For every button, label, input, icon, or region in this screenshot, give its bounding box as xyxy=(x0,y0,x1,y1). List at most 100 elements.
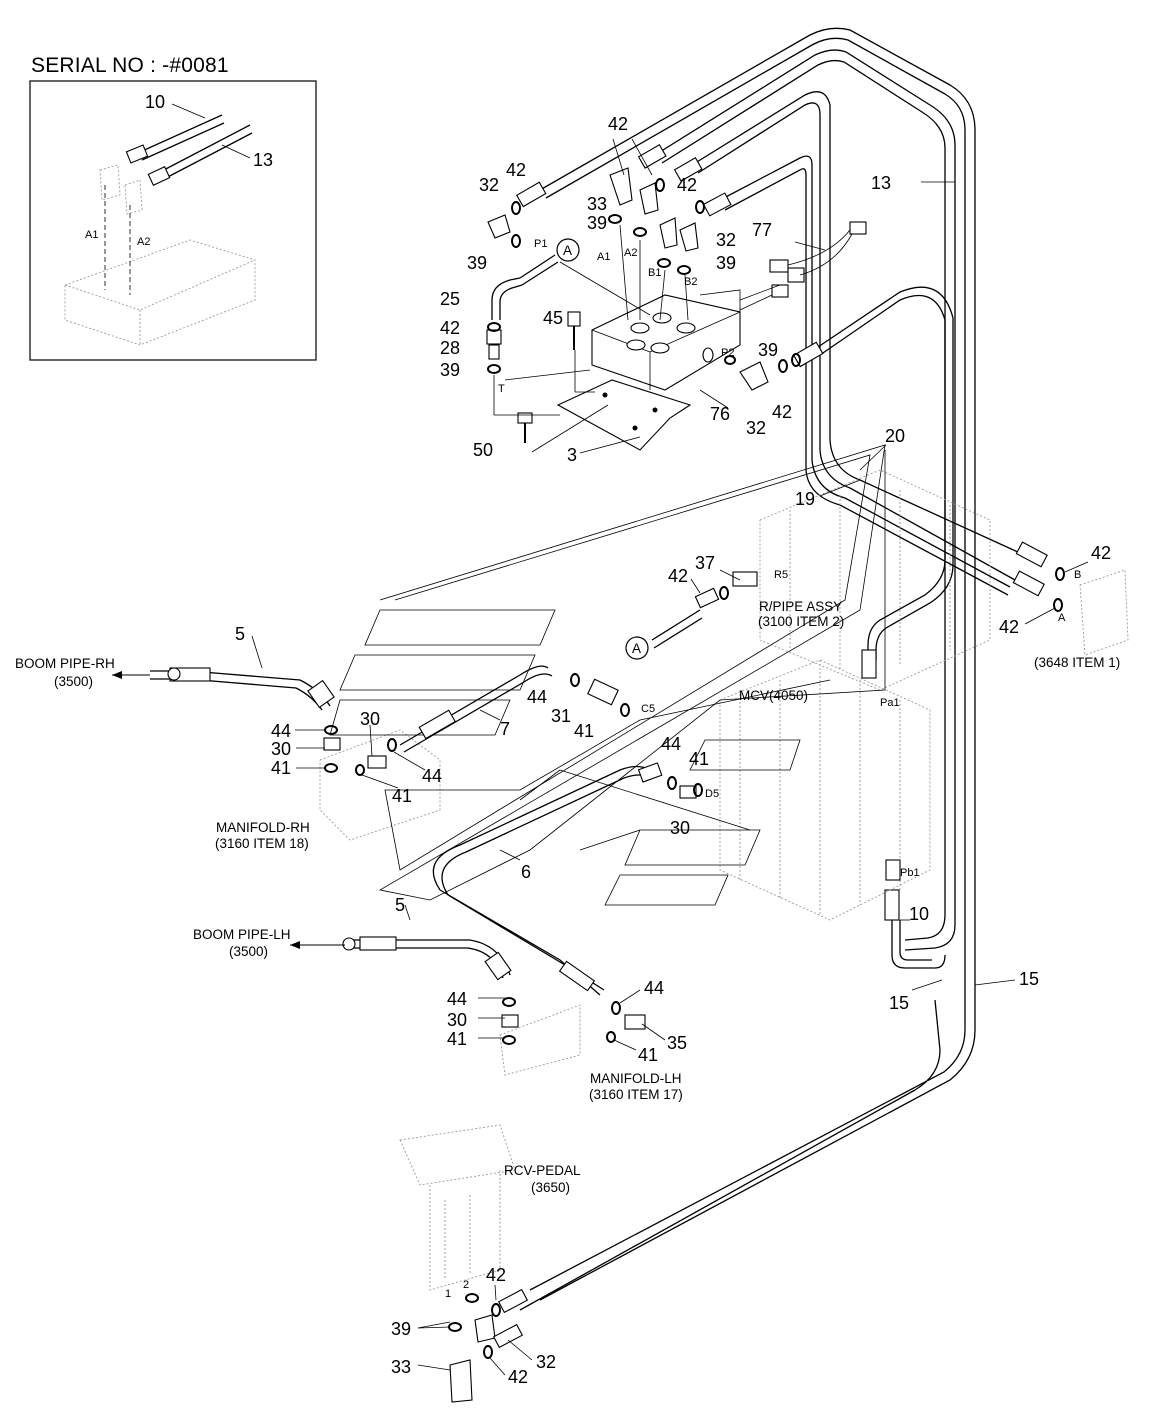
callout-77: 77 xyxy=(752,220,772,240)
callout-42: 42 xyxy=(999,617,1019,637)
component-labels: BOOM PIPE-RH (3500) BOOM PIPE-LH (3500) … xyxy=(15,599,1120,1195)
callout-44: 44 xyxy=(661,734,681,754)
inset-port-a1: A1 xyxy=(85,229,98,241)
callout-30: 30 xyxy=(670,818,690,838)
callout-41: 41 xyxy=(574,721,594,741)
callout-30: 30 xyxy=(360,709,380,729)
callout-3: 3 xyxy=(567,445,577,465)
callout-13: 13 xyxy=(871,173,891,193)
label-boom-pipe-lh: BOOM PIPE-LH xyxy=(193,927,291,942)
callout-41: 41 xyxy=(447,1029,467,1049)
callout-39: 39 xyxy=(758,340,778,360)
port-c5: C5 xyxy=(641,703,655,715)
port-b: B xyxy=(1074,569,1081,581)
label-manifold-lh-ref: (3160 ITEM 17) xyxy=(589,1087,683,1102)
callout-32: 32 xyxy=(536,1352,556,1372)
callout-44: 44 xyxy=(447,989,467,1009)
port-1: 1 xyxy=(445,1288,451,1300)
callout-76: 76 xyxy=(710,404,730,424)
port-pa1: Pa1 xyxy=(880,697,900,709)
callout-45: 45 xyxy=(543,308,563,328)
port-b2: B2 xyxy=(684,276,697,288)
callout-44: 44 xyxy=(271,721,291,741)
callout-42: 42 xyxy=(772,402,792,422)
callout-28: 28 xyxy=(440,338,460,358)
label-3648-item-1: (3648 ITEM 1) xyxy=(1034,655,1120,670)
mcv-ghost xyxy=(319,469,1129,1291)
serial-number: SERIAL NO : -#0081 xyxy=(31,54,229,77)
callout-42: 42 xyxy=(608,114,628,134)
label-manifold-rh: MANIFOLD-RH xyxy=(216,820,310,835)
callout-42: 42 xyxy=(677,175,697,195)
label-r-pipe-assy-ref: (3100 ITEM 2) xyxy=(758,614,844,629)
callout-15: 15 xyxy=(1019,969,1039,989)
valve-block xyxy=(486,167,867,454)
port-pb1: Pb1 xyxy=(900,867,920,879)
port-p2: P2 xyxy=(721,347,734,359)
callout-39: 39 xyxy=(467,253,487,273)
circle-a-label: A xyxy=(563,243,572,258)
port-d5: D5 xyxy=(705,788,719,800)
port-p1: P1 xyxy=(534,238,547,250)
callout-39: 39 xyxy=(716,253,736,273)
inset-detail: 10 13 A1 A2 xyxy=(29,80,317,361)
callout-42: 42 xyxy=(506,160,526,180)
callout-42: 42 xyxy=(1091,543,1111,563)
callout-5: 5 xyxy=(395,895,405,915)
port-a2: A2 xyxy=(624,247,637,259)
port-b1: B1 xyxy=(648,267,661,279)
boom-hoses xyxy=(112,238,1065,1403)
callout-41: 41 xyxy=(271,758,291,778)
callout-leaders xyxy=(251,138,1089,1376)
port-r5: R5 xyxy=(774,569,788,581)
callout-44: 44 xyxy=(527,687,547,707)
callout-6: 6 xyxy=(521,862,531,882)
label-rcv-pedal: RCV-PEDAL xyxy=(504,1163,581,1178)
callout-20: 20 xyxy=(885,426,905,446)
callout-42: 42 xyxy=(440,318,460,338)
port-t: T xyxy=(498,383,505,395)
port-a1: A1 xyxy=(597,251,610,263)
callout-41: 41 xyxy=(638,1045,658,1065)
callout-30: 30 xyxy=(271,739,291,759)
callout-42: 42 xyxy=(668,566,688,586)
callout-5: 5 xyxy=(235,624,245,644)
label-manifold-lh: MANIFOLD-LH xyxy=(590,1071,682,1086)
callout-44: 44 xyxy=(422,766,442,786)
callout-15: 15 xyxy=(889,993,909,1013)
callout-10: 10 xyxy=(909,904,929,924)
callout-35: 35 xyxy=(667,1033,687,1053)
label-rcv-pedal-ref: (3650) xyxy=(531,1180,570,1195)
hose-fittings xyxy=(515,144,1048,969)
label-boom-pipe-lh-ref: (3500) xyxy=(229,944,268,959)
label-boom-pipe-rh: BOOM PIPE-RH xyxy=(15,656,115,671)
callout-25: 25 xyxy=(440,289,460,309)
callout-32: 32 xyxy=(479,175,499,195)
inset-callout-13: 13 xyxy=(253,150,273,170)
label-manifold-rh-ref: (3160 ITEM 18) xyxy=(215,836,309,851)
callout-42: 42 xyxy=(508,1367,528,1387)
callout-44: 44 xyxy=(644,978,664,998)
callout-31: 31 xyxy=(551,706,571,726)
callout-32: 32 xyxy=(746,418,766,438)
label-r-pipe-assy: R/PIPE ASSY xyxy=(759,599,842,614)
callout-33: 33 xyxy=(587,194,607,214)
callout-32: 32 xyxy=(716,230,736,250)
label-mcv: MCV(4050) xyxy=(739,688,808,703)
callout-33: 33 xyxy=(391,1357,411,1377)
inset-callout-10: 10 xyxy=(145,92,165,112)
callout-numbers: 42 32 42 33 39 42 39 32 39 77 13 25 42 4… xyxy=(235,114,1111,1387)
callout-39: 39 xyxy=(587,213,607,233)
inset-port-a2: A2 xyxy=(137,236,150,248)
callout-42: 42 xyxy=(486,1265,506,1285)
callout-41: 41 xyxy=(392,786,412,806)
structure-outline xyxy=(329,444,886,906)
port-labels: P1 A1 A2 B1 B2 P2 T R5 C5 D5 Pa1 Pb1 B A… xyxy=(445,238,1081,1300)
label-boom-pipe-rh-ref: (3500) xyxy=(54,674,93,689)
callout-19: 19 xyxy=(795,489,815,509)
callout-50: 50 xyxy=(473,440,493,460)
callout-41: 41 xyxy=(689,749,709,769)
callout-39: 39 xyxy=(391,1319,411,1339)
callout-30: 30 xyxy=(447,1010,467,1030)
